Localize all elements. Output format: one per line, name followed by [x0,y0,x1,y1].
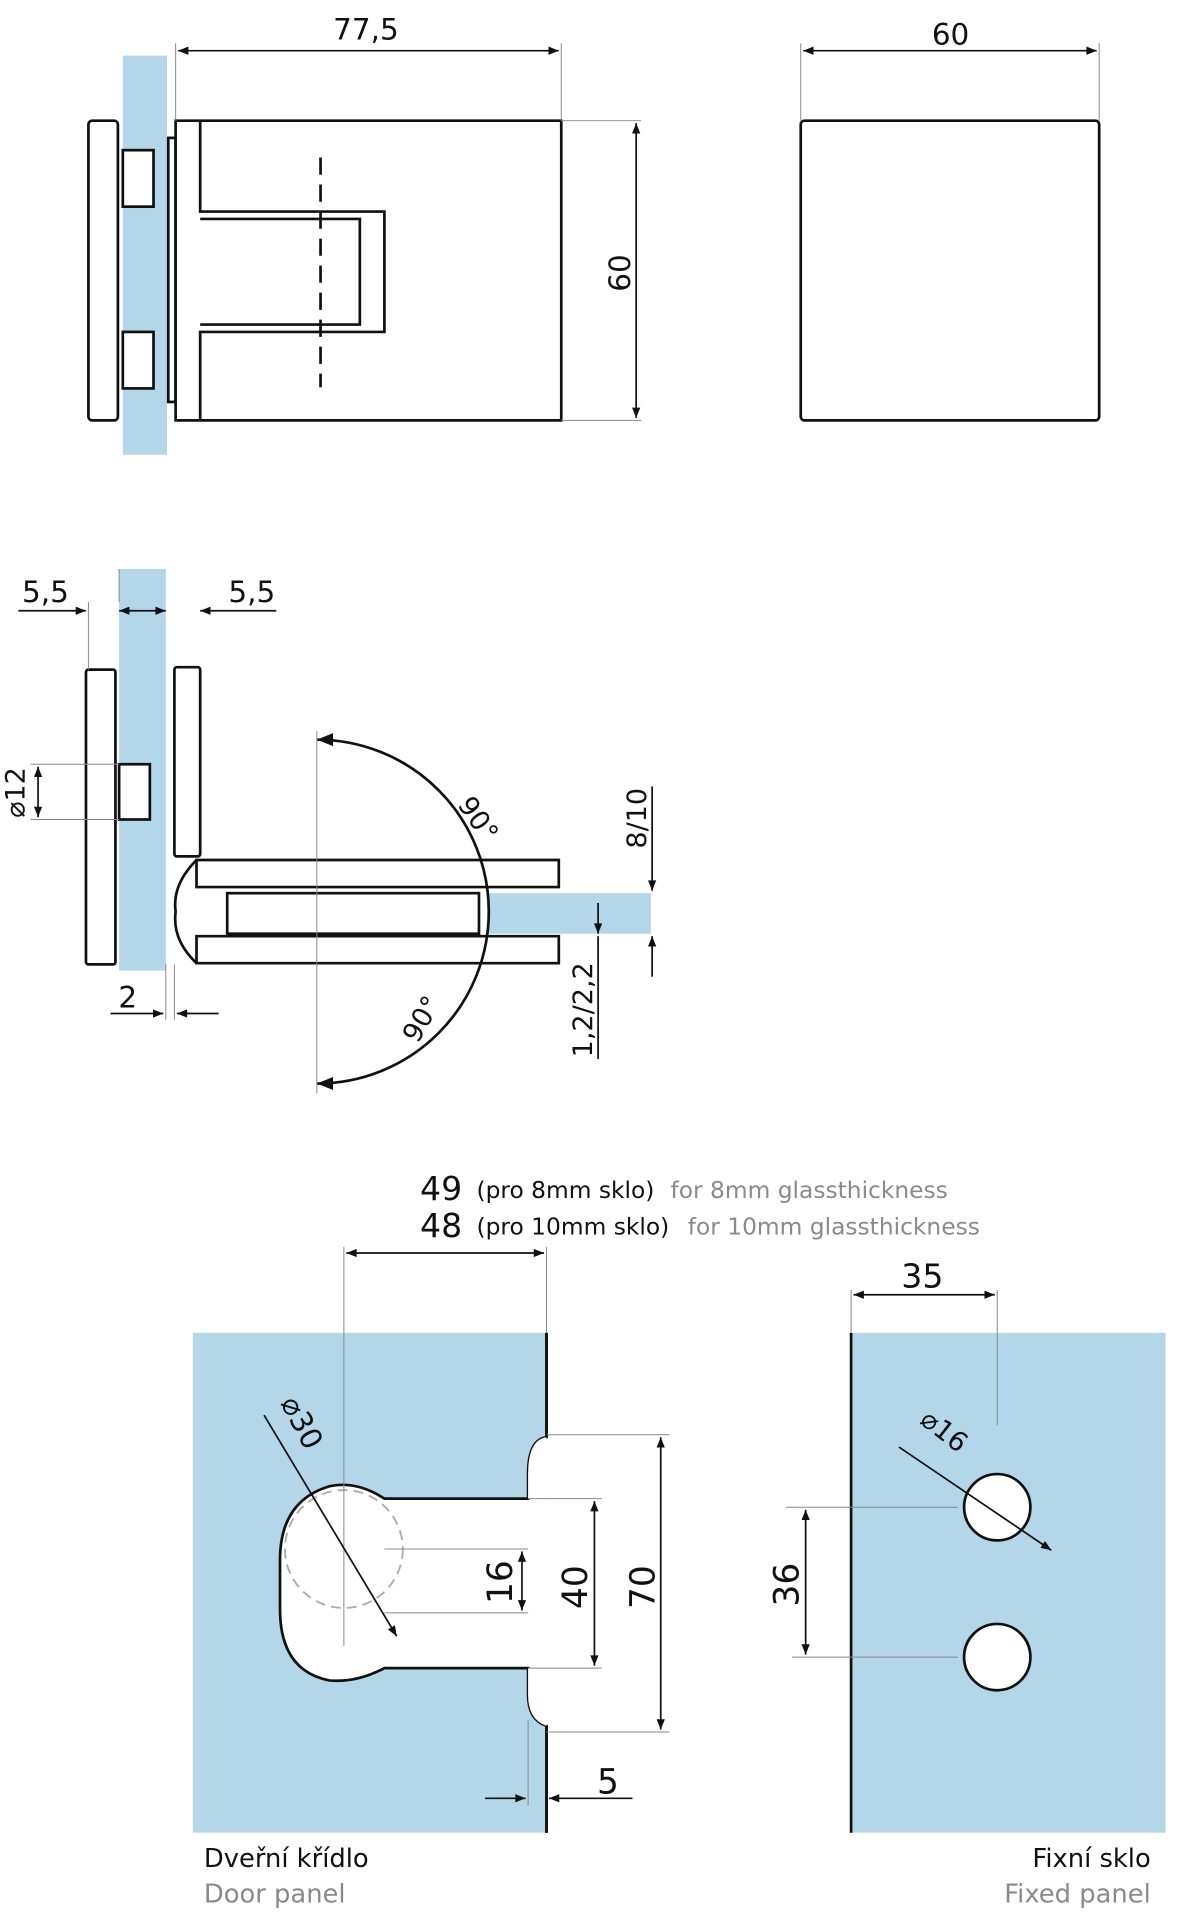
dim5: 5 [597,1762,619,1802]
dim16: 16 [481,1560,521,1604]
side-view: 60 [799,18,1101,422]
side-width-dim: 60 [932,18,970,52]
fixed-panel-cutout: 35 ⌀16 36 Fixní sklo Fixed panel [767,1256,1166,1910]
gasket-dim: 2 [118,980,137,1014]
gap-dim: 1,2/2,2 [568,962,599,1057]
width-dim: 77,5 [333,13,399,47]
section-view: 90° 90° 5,5 5,5 ⌀12 2 8/10 1,2/2,2 [1,568,657,1094]
fixed-label-cz: Fixní sklo [1032,1844,1150,1874]
angle-close: 90° [397,991,448,1048]
note-8mm-cz: (pro 8mm sklo) [477,1176,655,1204]
dim70: 70 [624,1565,664,1609]
note-8mm-en: for 8mm glassthickness [671,1176,948,1204]
note-10mm-en: for 10mm glassthickness [688,1213,980,1241]
note-10mm-cz: (pro 10mm sklo) [477,1213,670,1241]
fixed-distance-dim: 35 [901,1256,943,1295]
dim40: 40 [556,1565,596,1609]
angle-open: 90° [451,791,504,848]
door-panel-cutout: ⌀30 16 40 70 5 Dveřní křídlo Door panel [192,1246,670,1910]
fixed-label-en: Fixed panel [1004,1880,1151,1910]
left-offset-dim: 5,5 [22,575,69,609]
bolt-diameter-dim: ⌀12 [1,767,32,818]
door-label-cz: Dveřní křídlo [204,1844,369,1874]
right-offset-dim: 5,5 [228,575,275,609]
height-dim: 60 [603,254,637,292]
glass-thickness-dim: 8/10 [622,788,653,849]
dim36: 36 [767,1563,807,1607]
cutout-notes: 49 (pro 8mm sklo) for 8mm glassthickness… [420,1169,980,1245]
door-label-en: Door panel [204,1880,346,1910]
front-view: 77,5 60 [87,13,642,455]
door-distance-10mm: 48 [420,1206,462,1245]
door-distance-8mm: 49 [420,1169,462,1208]
